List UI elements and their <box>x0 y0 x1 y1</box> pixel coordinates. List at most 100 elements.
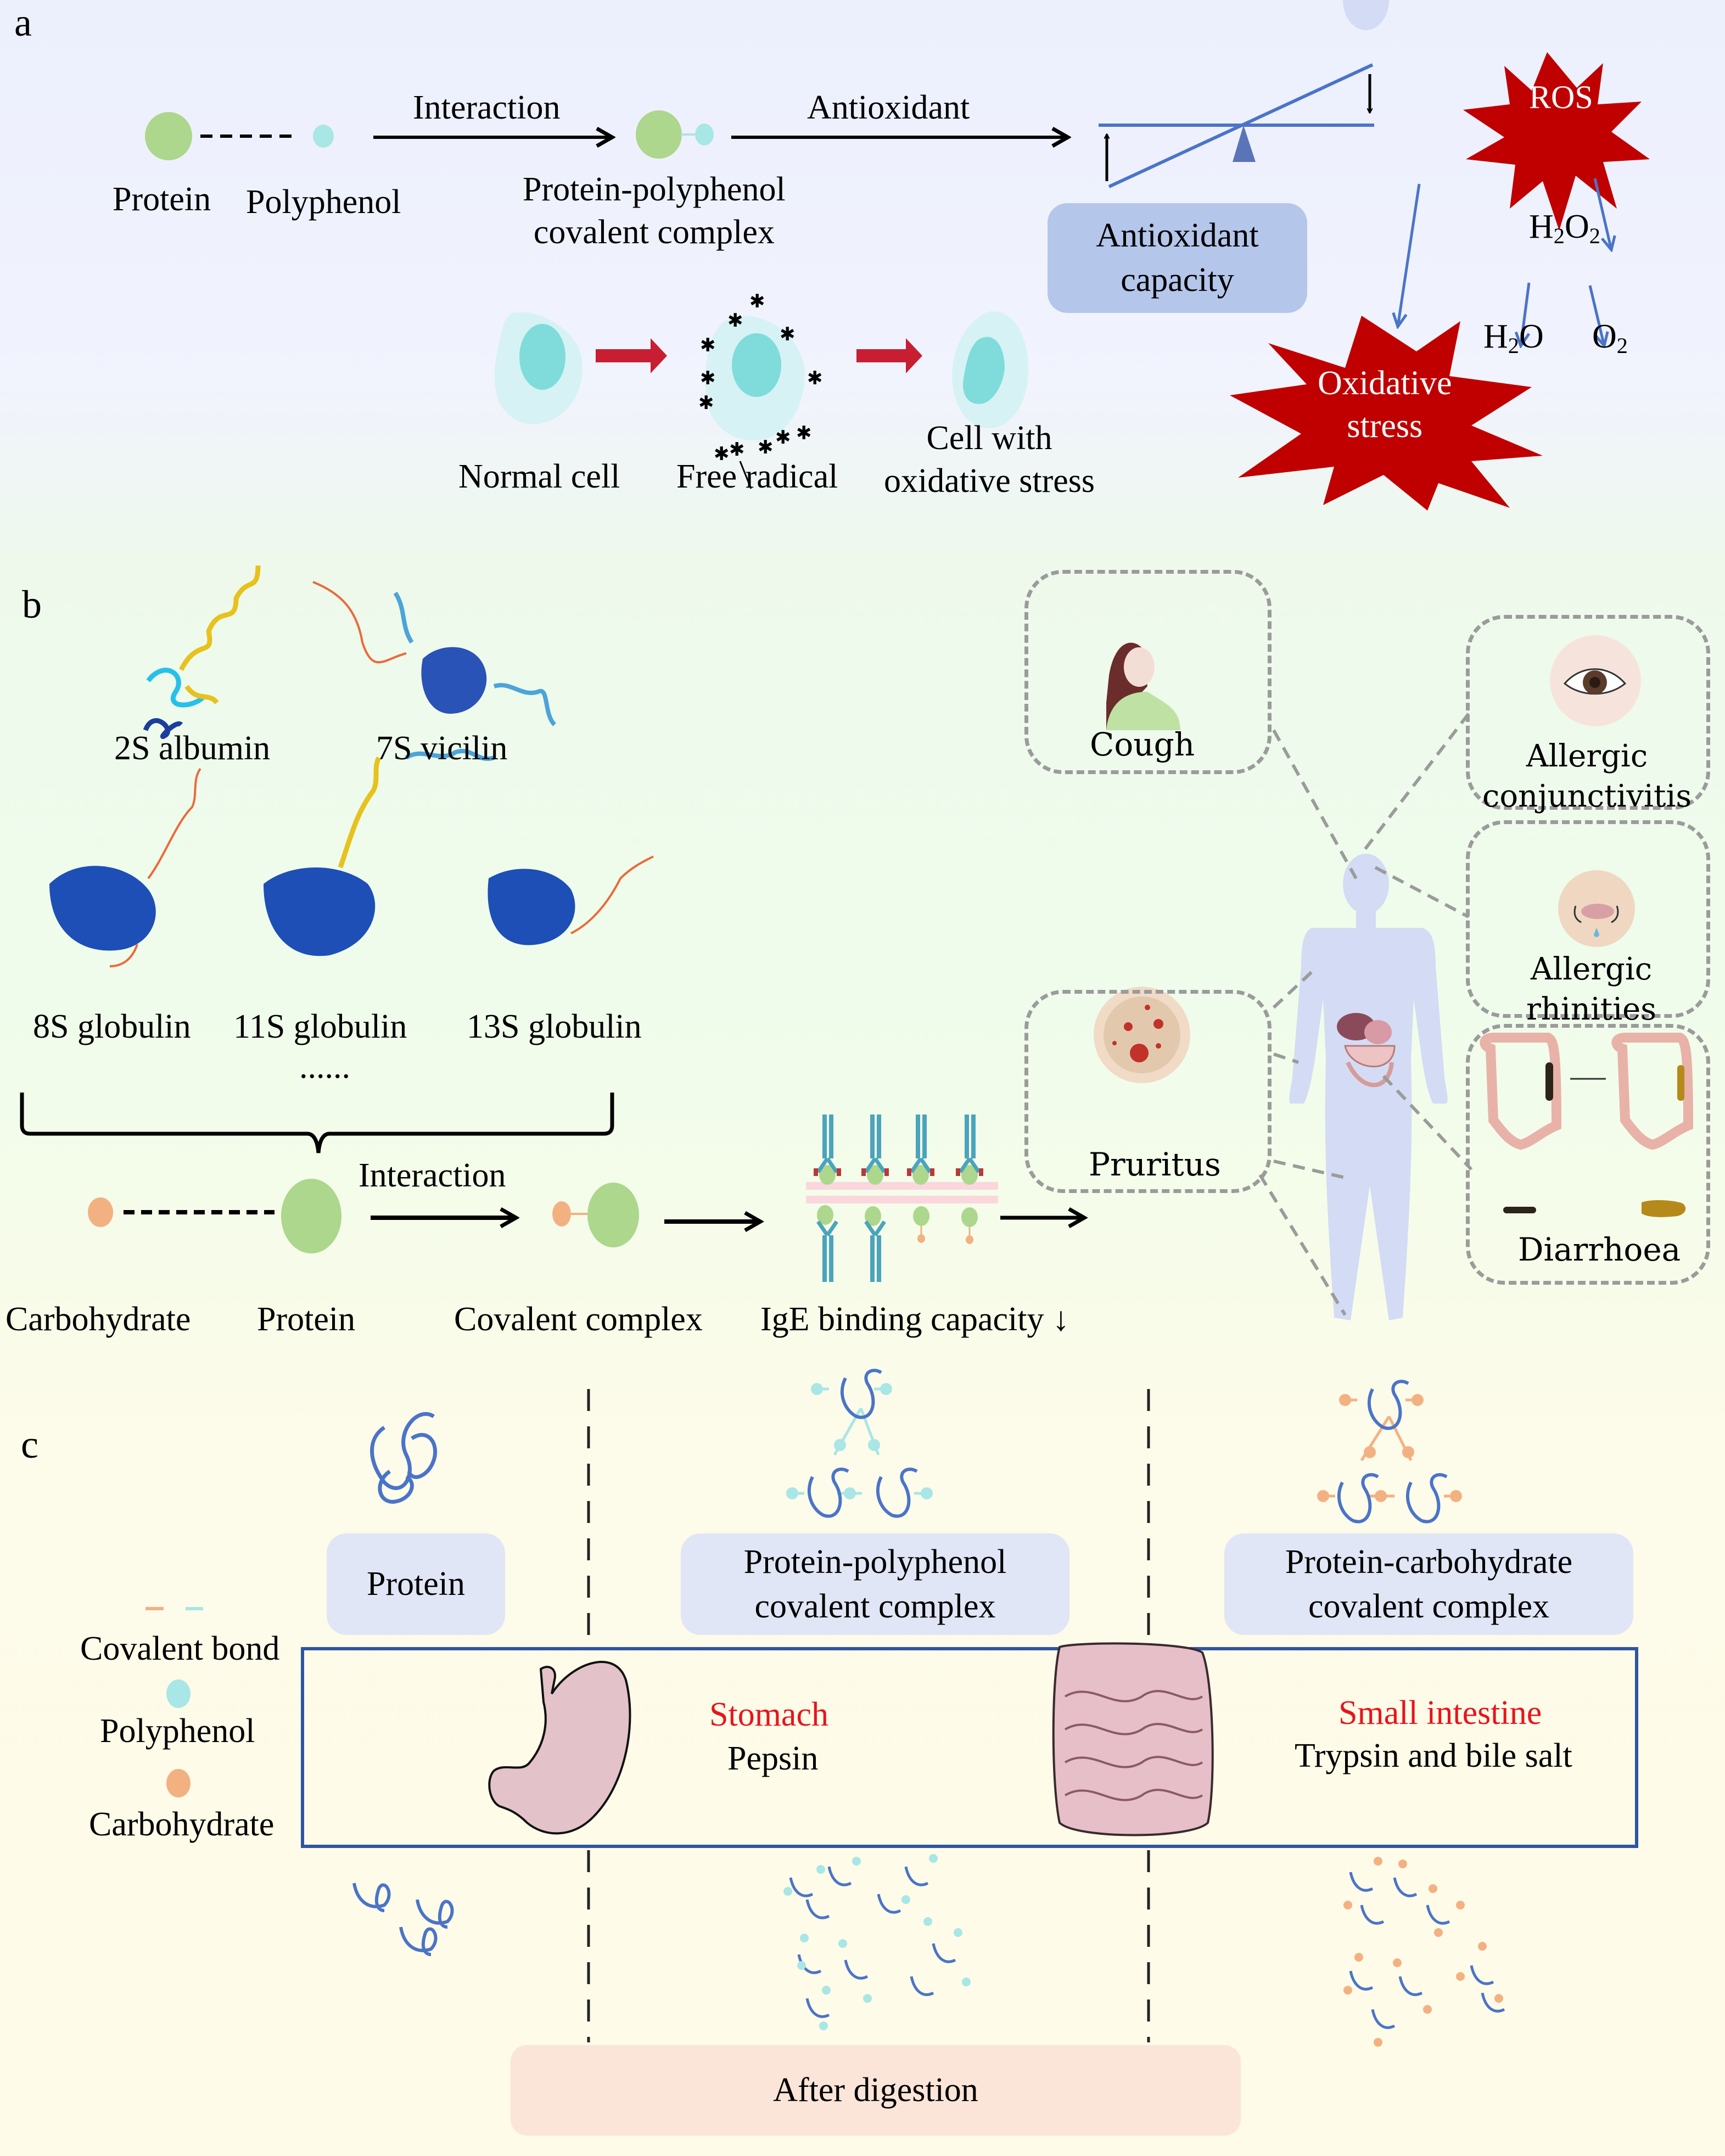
protein-coil-icon <box>370 1412 438 1504</box>
balance-fulcrum <box>1233 125 1256 162</box>
small-intestine-icon <box>1052 1642 1214 1836</box>
conjunctivitis-line2: conjunctivitis <box>1482 778 1692 814</box>
svg-text:✱: ✱ <box>749 290 765 312</box>
symptom-box-cough <box>1024 570 1272 774</box>
human-body-icon <box>1289 0 1448 1320</box>
panel-c-label: c <box>21 1423 38 1466</box>
protein-structure-2s-albumin <box>143 565 261 740</box>
complex-polyphenol-sphere <box>695 124 714 145</box>
symptom-connectors <box>1258 713 1473 1316</box>
cell-stress-line1: Cell with <box>926 419 1052 457</box>
ige-binding-label: IgE binding capacity ↓ <box>760 1301 1069 1338</box>
h2o2-label: H2O2 <box>1529 208 1600 249</box>
symptom-box-conjunctivitis <box>1466 615 1710 810</box>
cell-stress-line2: oxidative stress <box>884 462 1095 500</box>
polyphenol-sphere <box>313 125 334 148</box>
svg-text:✱: ✱ <box>698 392 714 414</box>
column-label-protein-text: Protein <box>366 1565 466 1603</box>
antioxidant-label: Antioxidant <box>807 89 970 126</box>
polyphenol-legend-dot <box>166 1679 191 1708</box>
cell-stress-label: Cell with oxidative stress <box>884 417 1095 502</box>
complex-label: Protein-polyphenol covalent complex <box>523 169 786 254</box>
red-arrow-2 <box>856 338 922 373</box>
svg-text:✱: ✱ <box>775 427 791 449</box>
complex-label-line2: covalent complex <box>533 213 775 251</box>
symptom-box-rhinities <box>1466 820 1710 1018</box>
grouping-brace <box>20 1093 614 1153</box>
legend-covalent-bond: Covalent bond <box>80 1630 280 1667</box>
protein-carbohydrate-complex-icon <box>1317 1380 1462 1524</box>
stomach-icon <box>488 1661 631 1835</box>
digested-polyphenol-fragments <box>783 1854 971 2030</box>
ros-to-stress-arrow <box>1398 183 1421 327</box>
h2o-label: H2O <box>1483 318 1544 359</box>
protein-sphere <box>145 112 192 160</box>
legend-polyphenol: Polyphenol <box>100 1712 255 1750</box>
complex-protein-sphere <box>636 110 682 159</box>
oxidative-stress-line2: stress <box>1347 407 1423 445</box>
protein-structure-13s-globulin <box>488 855 654 945</box>
protein-name-13s-globulin: 13S globulin <box>467 1008 642 1045</box>
normal-cell-label: Normal cell <box>458 458 620 495</box>
antioxidant-capacity-line1: Antioxidant <box>1096 217 1259 255</box>
antioxidant-capacity-box: Antioxidant capacity <box>1048 203 1307 313</box>
polyphenol-label: Polyphenol <box>246 183 401 221</box>
covalent-complex-label: Covalent complex <box>454 1301 703 1338</box>
ige-binding-illustration <box>806 1115 998 1282</box>
pepsin-label: Pepsin <box>727 1740 819 1777</box>
protein-name-2s-albumin: 2S albumin <box>114 730 271 767</box>
ellipsis: ...... <box>299 1048 350 1085</box>
o2-label: O2 <box>1592 318 1628 359</box>
carbohydrate-label: Carbohydrate <box>5 1301 191 1338</box>
oxidative-stress-line1: Oxidative <box>1318 365 1452 402</box>
interaction-label: Interaction <box>413 89 561 126</box>
interaction-label-b: Interaction <box>359 1157 506 1194</box>
balance-beam <box>1108 63 1374 188</box>
carbohydrate-complex-line2: covalent complex <box>1308 1587 1549 1625</box>
small-intestine-label: Small intestine <box>1338 1694 1542 1732</box>
column-label-polyphenol-complex: Protein-polyphenol covalent complex <box>681 1533 1069 1635</box>
protein-name-7s-vicilin: 7S vicilin <box>376 730 508 767</box>
digestive-organs-icon <box>1337 1013 1396 1088</box>
pruritus-label: Pruritus <box>1089 1146 1221 1183</box>
complex-label-line1: Protein-polyphenol <box>523 171 786 208</box>
column-dividers <box>587 1389 1150 2042</box>
rhinities-label: Allergic rhinities <box>1526 950 1656 1030</box>
ros-label: ROS <box>1529 79 1593 115</box>
damaged-cell-icon <box>952 311 1029 428</box>
legend-carbohydrate: Carbohydrate <box>89 1806 275 1843</box>
carbohydrate-sphere <box>88 1197 113 1227</box>
conjunctivitis-line1: Allergic <box>1526 738 1648 774</box>
protein-label: Protein <box>113 181 211 218</box>
svg-text:✱: ✱ <box>780 323 796 345</box>
diarrhoea-label: Diarrhoea <box>1518 1231 1681 1268</box>
digested-protein-fragments <box>352 1883 454 1956</box>
conjunctivitis-label: Allergic conjunctivitis <box>1482 737 1692 817</box>
cough-label: Cough <box>1090 726 1195 763</box>
stomach-label: Stomach <box>709 1696 828 1733</box>
rhinities-line1: Allergic <box>1530 951 1653 987</box>
polyphenol-complex-line2: covalent complex <box>754 1587 996 1625</box>
digested-carbohydrate-fragments <box>1343 1857 1505 2047</box>
free-radical-label: Free radical <box>676 458 838 495</box>
protein-name-11s-globulin: 11S globulin <box>233 1008 407 1045</box>
svg-text:✱: ✱ <box>796 422 812 444</box>
antioxidant-capacity-line2: capacity <box>1121 261 1234 299</box>
protein-structure-8s-globulin <box>49 768 201 967</box>
svg-text:✱: ✱ <box>758 436 774 458</box>
carbohydrate-legend-dot <box>166 1769 191 1797</box>
svg-text:✱: ✱ <box>727 310 743 332</box>
after-digestion-label: After digestion <box>773 2071 978 2109</box>
protein-structure-11s-globulin <box>264 756 382 956</box>
panel-a-label: a <box>14 1 32 44</box>
red-arrow-1 <box>596 338 667 373</box>
oxidative-stress-label: Oxidative stress <box>1318 362 1452 447</box>
carbohydrate-complex-line1: Protein-carbohydrate <box>1285 1543 1573 1581</box>
normal-cell-icon <box>494 312 583 424</box>
protein-sphere-b <box>281 1179 341 1253</box>
covalent-complex-sphere <box>587 1183 639 1247</box>
polyphenol-complex-line1: Protein-polyphenol <box>743 1543 1007 1581</box>
after-digestion-box: After digestion <box>511 2045 1241 2136</box>
symptom-box-diarrhoea <box>1466 1024 1710 1285</box>
column-label-protein: Protein <box>327 1533 505 1635</box>
